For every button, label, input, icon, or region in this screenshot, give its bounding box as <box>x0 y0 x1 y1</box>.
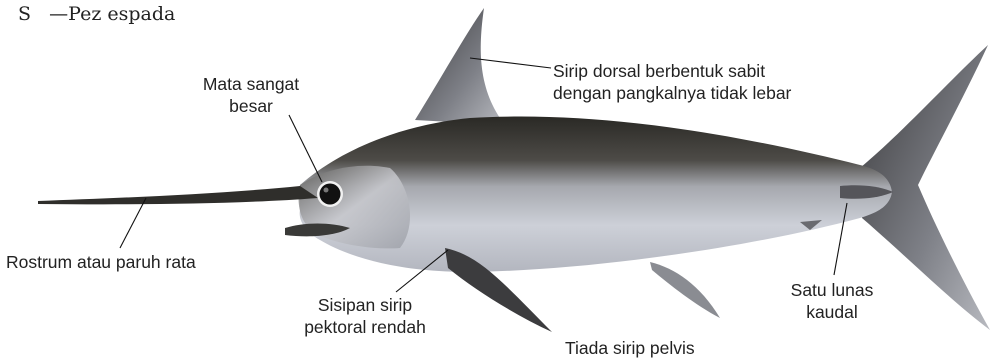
label-pelvic-fin: Tiada sirip pelvis <box>565 337 695 359</box>
rostrum <box>38 186 318 204</box>
label-caudal-keel: Satu lunas kaudal <box>767 279 897 323</box>
label-eye: Mata sangat besar <box>186 73 316 117</box>
anal-fin <box>650 262 720 318</box>
label-rostrum: Rostrum atau paruh rata <box>6 251 196 273</box>
label-pectoral-fin: Sisipan sirip pektoral rendah <box>285 294 445 338</box>
label-dorsal-fin: Sirip dorsal berbentuk sabit dengan pang… <box>553 60 791 104</box>
dorsal-fin <box>415 8 505 125</box>
